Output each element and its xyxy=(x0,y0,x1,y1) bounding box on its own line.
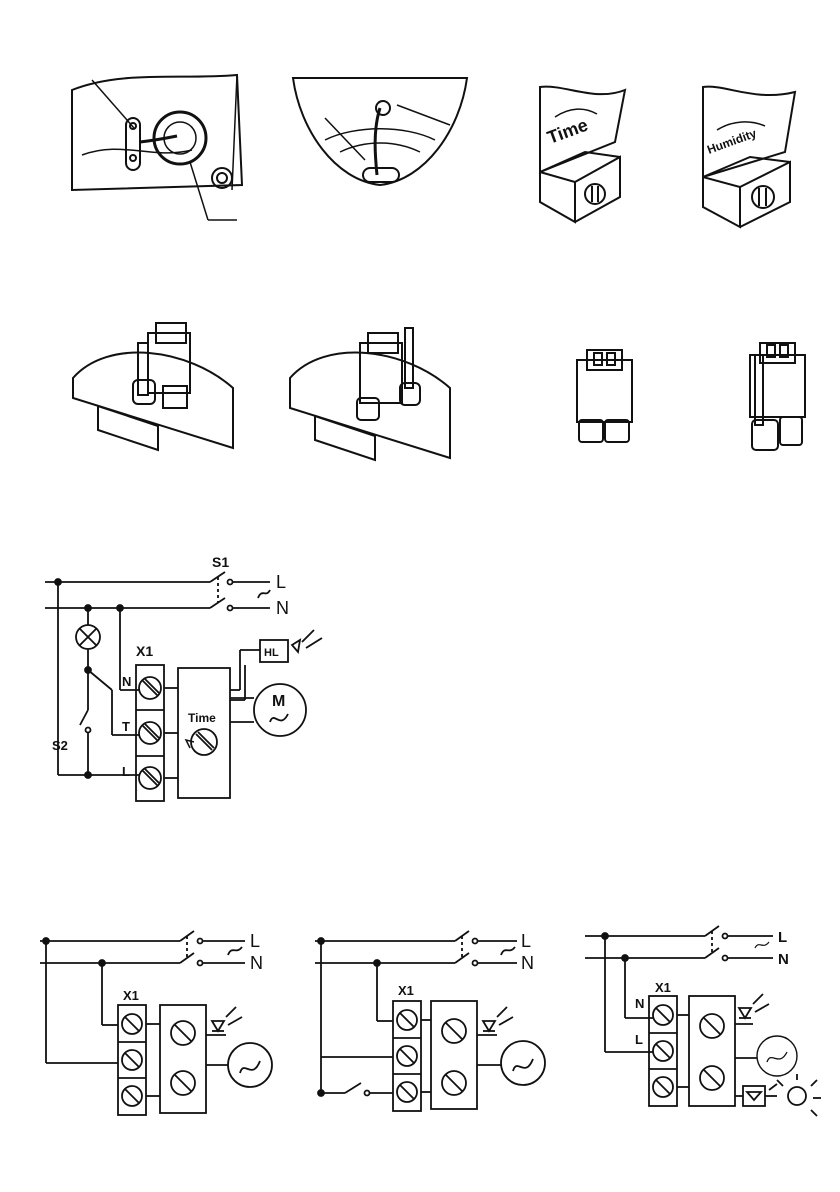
line-n-label: N xyxy=(276,598,289,618)
line-n-label: N xyxy=(778,951,789,968)
line-l-label: L xyxy=(250,931,260,951)
terminal-l-label: L xyxy=(635,1032,643,1047)
timer-label: Time xyxy=(188,711,216,725)
terminal-n-label: N xyxy=(635,996,644,1011)
cable-clamp-figure xyxy=(285,70,475,195)
main-wiring-diagram: S1 L N S2 X1 N T L xyxy=(30,550,350,810)
jumper-board-figure-1 xyxy=(68,318,243,458)
terminal-l-label: L xyxy=(122,764,130,779)
line-l-label: L xyxy=(276,572,286,592)
terminal-n-label: N xyxy=(122,674,131,689)
terminal-block-label: X1 xyxy=(398,983,414,998)
humidity-knob-label: Humidity xyxy=(705,126,758,157)
jumper-figure-4 xyxy=(745,335,810,455)
switch-s1-label: S1 xyxy=(212,554,229,570)
time-knob-figure: Time xyxy=(535,82,645,227)
indicator-hl-label: HL xyxy=(264,647,279,659)
line-l-label: L xyxy=(521,931,531,951)
terminal-t-label: T xyxy=(122,719,130,734)
motor-label: M xyxy=(272,693,285,710)
jumper-figure-3 xyxy=(572,345,637,445)
terminal-block-label: X1 xyxy=(123,988,139,1003)
switch-s2-label: S2 xyxy=(52,738,68,753)
terminal-block-label: X1 xyxy=(655,980,671,995)
humidity-knob-figure: Humidity xyxy=(695,82,815,232)
line-n-label: N xyxy=(521,953,534,973)
terminal-block-label: X1 xyxy=(136,643,153,659)
jumper-board-figure-2 xyxy=(285,318,460,468)
wiring-diagram-a: L N X1 xyxy=(30,925,275,1120)
line-l-label: L xyxy=(778,929,787,946)
time-knob-label: Time xyxy=(545,115,591,148)
line-n-label: N xyxy=(250,953,263,973)
wiring-diagram-c: L N X1 N L xyxy=(575,918,833,1123)
cable-entry-figure xyxy=(62,70,252,235)
wiring-diagram-b: L N X1 xyxy=(305,925,550,1120)
